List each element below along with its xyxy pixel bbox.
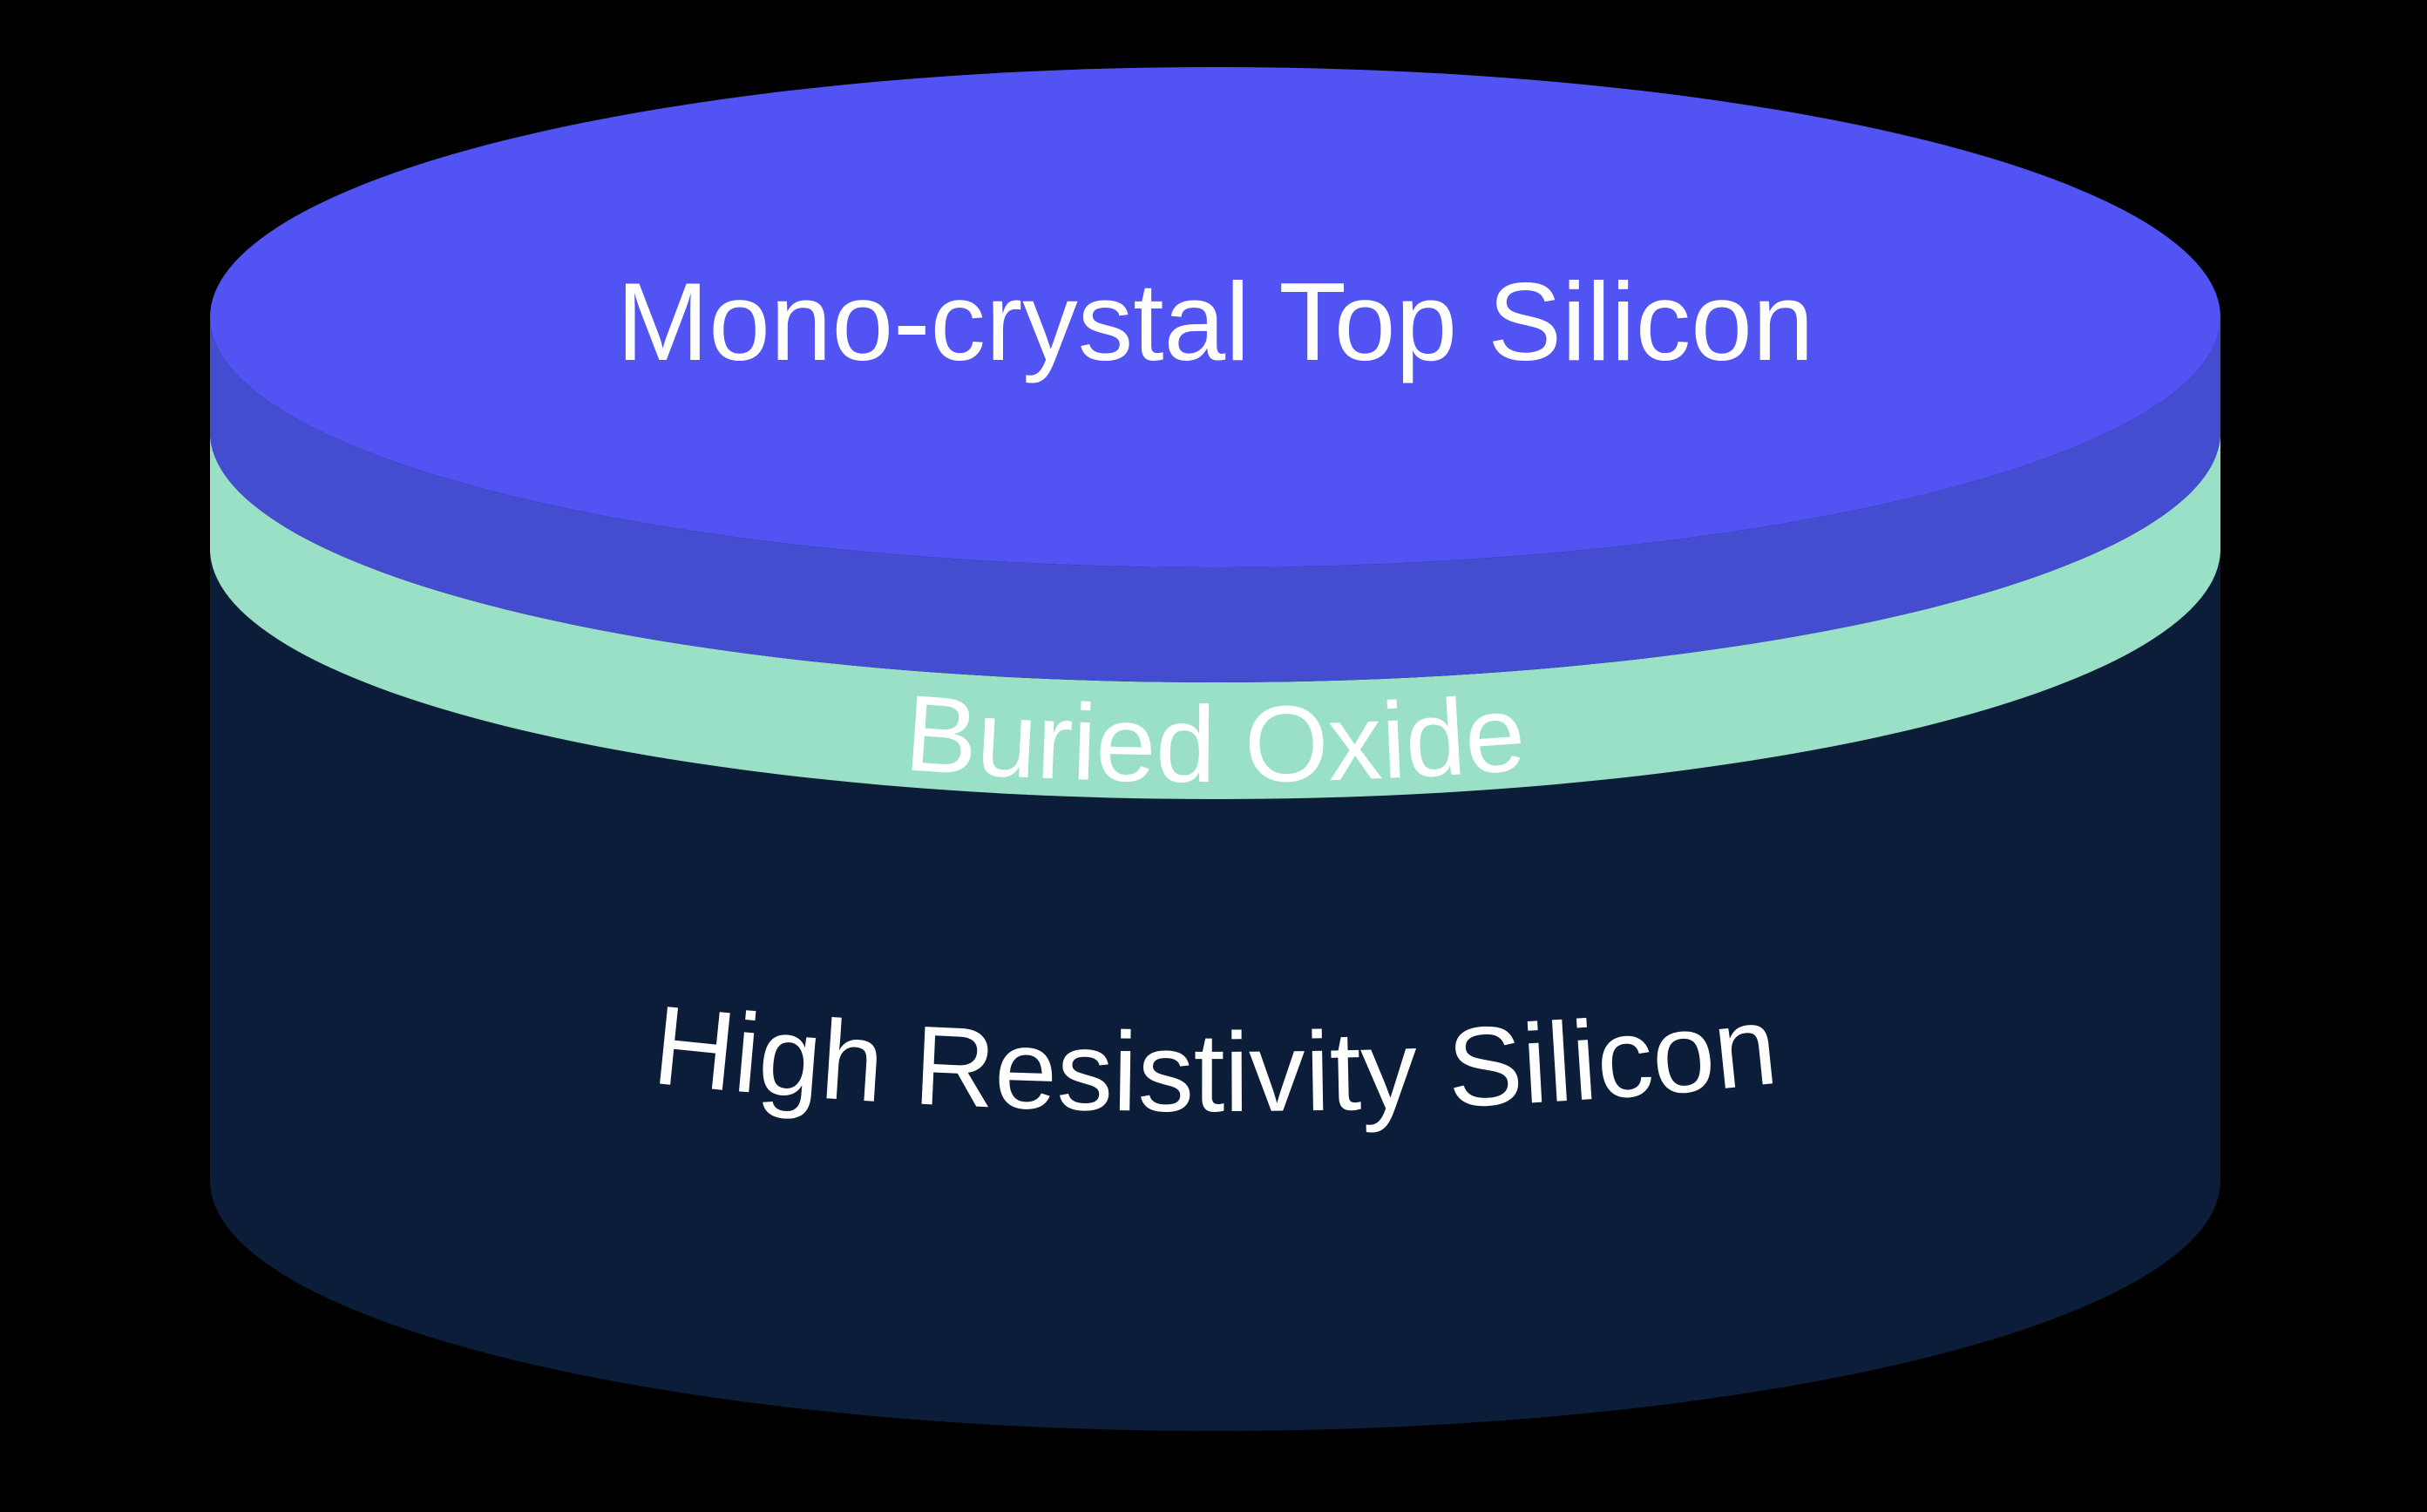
substrate-layer [210, 549, 2220, 1431]
buried-oxide-layer [210, 432, 2220, 799]
top-silicon-label-text: Mono-crystal Top Silicon [616, 260, 1813, 383]
top-silicon-side [210, 317, 2220, 682]
buried-oxide-label-text: Buried Oxide [901, 673, 1529, 805]
buried-oxide-label: Buried Oxide [901, 673, 1529, 805]
top-silicon-label: Mono-crystal Top Silicon [616, 260, 1813, 383]
top-silicon-face [210, 67, 2220, 567]
